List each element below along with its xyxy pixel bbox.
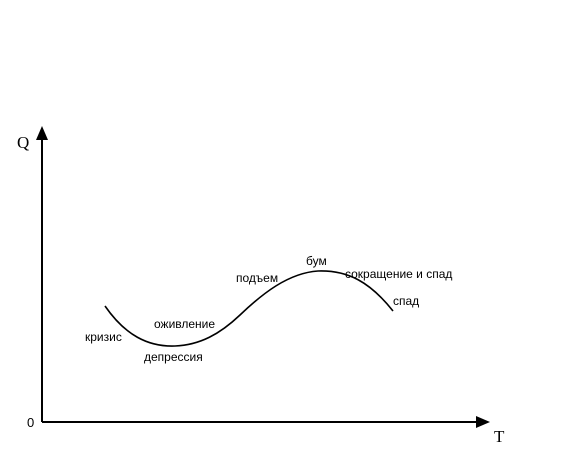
phase-label-boom: бум <box>306 254 327 268</box>
phase-label-decline: спад <box>393 294 419 308</box>
y-axis-label: Q <box>17 133 29 152</box>
phase-label-depression: депрессия <box>144 350 203 364</box>
phase-label-crisis: кризис <box>85 330 122 344</box>
y-axis-arrow-icon <box>36 126 48 140</box>
phase-label-revival: оживление <box>154 317 215 331</box>
cycle-curve <box>104 270 394 347</box>
phase-label-rise: подъем <box>236 271 278 285</box>
phase-label-contraction: сокращение и спад <box>345 267 452 281</box>
x-axis-arrow-icon <box>476 416 490 428</box>
origin-label: 0 <box>27 415 34 430</box>
x-axis-label: T <box>494 427 505 446</box>
